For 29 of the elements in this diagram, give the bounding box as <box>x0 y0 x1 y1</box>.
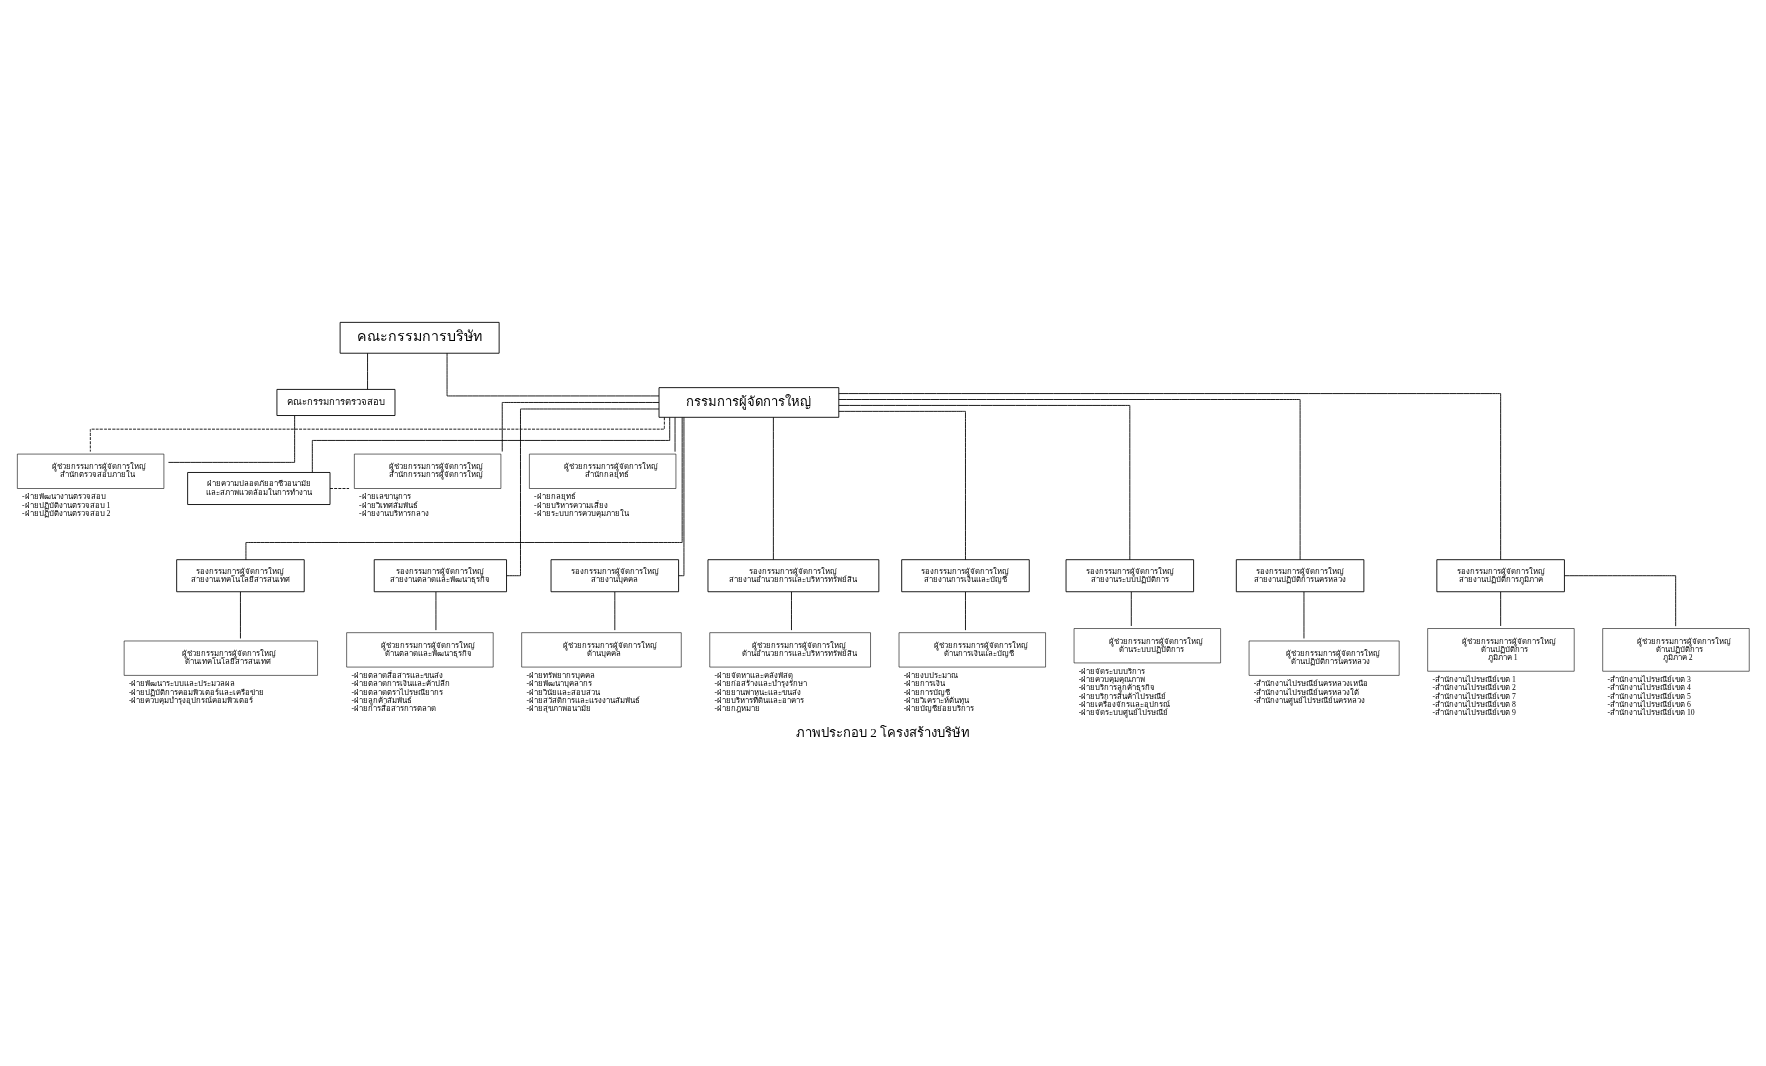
connector <box>506 408 660 577</box>
connector <box>1500 591 1502 627</box>
connector <box>367 352 368 390</box>
connector <box>1564 575 1677 627</box>
connector <box>678 416 685 577</box>
connector <box>245 417 683 561</box>
node-box: คณะกรรมการตรวจสอบ <box>276 388 396 416</box>
connector <box>674 417 676 453</box>
connector <box>240 591 241 639</box>
connector <box>446 352 660 397</box>
connector <box>614 591 616 631</box>
connector <box>1130 591 1132 627</box>
connector <box>168 415 296 463</box>
connector <box>772 416 774 560</box>
connector <box>311 417 671 473</box>
connector <box>838 393 1502 560</box>
connector <box>89 416 665 453</box>
connector <box>965 591 966 631</box>
connector <box>838 399 1301 561</box>
connector <box>838 410 966 561</box>
connector <box>501 402 660 452</box>
caption: ภาพประกอบ 2 โครงสร้างบริษัท <box>795 725 971 741</box>
node-box: คณะกรรมการบริษัท <box>339 321 500 354</box>
connector <box>838 405 1131 561</box>
connector <box>329 488 350 489</box>
connector <box>435 591 437 631</box>
connector <box>1303 591 1305 639</box>
connector <box>791 591 792 631</box>
node-box: กรรมการผู้จัดการใหญ่ <box>658 387 840 418</box>
